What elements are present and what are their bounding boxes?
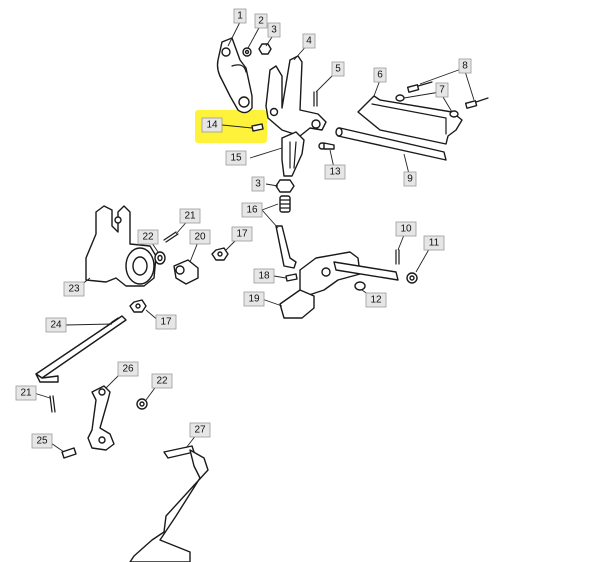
part-7-washers (395, 94, 459, 118)
callout-22b: 22 (151, 373, 173, 389)
svg-text:3: 3 (255, 179, 261, 190)
part-4-pivot-bracket (265, 55, 327, 137)
svg-text:7: 7 (439, 85, 445, 96)
svg-text:1: 1 (237, 11, 243, 22)
callout-3b: 3 (251, 176, 265, 192)
callout-14: 14 (201, 117, 223, 133)
callout-10: 10 (395, 221, 417, 237)
part-11-washer (406, 272, 418, 284)
part-9-rod (335, 127, 447, 161)
part-22a-washer (154, 251, 166, 265)
svg-text:26: 26 (122, 364, 134, 375)
callout-17b: 17 (155, 314, 177, 330)
part-14-pin (251, 123, 264, 132)
callout-3a: 3 (267, 22, 281, 38)
part-24-long-rod (35, 315, 127, 383)
svg-text:9: 9 (407, 174, 413, 185)
callout-26: 26 (117, 361, 139, 377)
part-1-bellcrank-arm (216, 37, 253, 114)
part-13-pin (318, 142, 335, 150)
callout-18: 18 (253, 268, 275, 284)
part-5-roll-pin (313, 91, 318, 107)
callout-11: 11 (423, 235, 445, 251)
callout-16: 16 (241, 202, 263, 218)
callout-2: 2 (254, 13, 268, 29)
svg-text:8: 8 (462, 61, 468, 72)
callout-6: 6 (373, 67, 387, 83)
part-15-link-arm (281, 131, 305, 177)
callout-21a: 21 (179, 208, 201, 224)
callout-22a: 22 (137, 229, 159, 245)
svg-text:22: 22 (142, 232, 154, 243)
svg-text:19: 19 (248, 294, 260, 305)
callout-8: 8 (458, 58, 472, 74)
svg-text:16: 16 (246, 205, 258, 216)
svg-text:6: 6 (377, 70, 383, 81)
svg-text:23: 23 (68, 284, 80, 295)
part-22b-washer (136, 398, 148, 410)
svg-text:21: 21 (20, 388, 32, 399)
svg-text:20: 20 (194, 232, 206, 243)
svg-text:27: 27 (194, 425, 206, 436)
part-3-nut (258, 43, 272, 55)
callout-21b: 21 (15, 385, 37, 401)
callout-19: 19 (243, 291, 265, 307)
part-10-roll-pin (395, 249, 400, 265)
part-27-pedal-arm (129, 445, 209, 562)
svg-text:17: 17 (236, 229, 248, 240)
part-18-pin (285, 273, 298, 282)
part-21a-cotter-pin (163, 231, 179, 243)
part-20-clevis-pin (173, 259, 199, 285)
part-6-bracket-plate (357, 95, 463, 145)
part-19-pedal-assembly (279, 251, 399, 319)
callout-20: 20 (189, 229, 211, 245)
svg-text:3: 3 (271, 25, 277, 36)
svg-text:2: 2 (258, 16, 264, 27)
callout-9: 9 (403, 171, 417, 187)
part-8-bolts (406, 81, 489, 109)
part-25-pin (61, 447, 77, 459)
callout-24: 24 (45, 317, 67, 333)
svg-text:14: 14 (206, 120, 218, 131)
svg-text:4: 4 (306, 36, 312, 47)
svg-text:25: 25 (36, 436, 48, 447)
part-16-spring-rod (275, 195, 297, 269)
callout-13: 13 (324, 164, 346, 180)
callout-4: 4 (302, 33, 316, 49)
svg-text:18: 18 (258, 271, 270, 282)
part-21b-cotter-pin (49, 395, 56, 413)
callout-17a: 17 (231, 226, 253, 242)
part-12-washer (354, 281, 366, 291)
svg-text:17: 17 (160, 317, 172, 328)
callout-23: 23 (63, 281, 85, 297)
callout-27: 27 (189, 422, 211, 438)
callout-5: 5 (331, 61, 345, 77)
callout-15: 15 (225, 150, 247, 166)
svg-text:15: 15 (230, 153, 242, 164)
part-2-washer (242, 47, 252, 57)
svg-text:24: 24 (50, 320, 62, 331)
svg-text:12: 12 (370, 295, 382, 306)
part-26-lever (87, 385, 115, 451)
svg-text:10: 10 (400, 224, 412, 235)
svg-text:22: 22 (156, 376, 168, 387)
callout-12: 12 (365, 292, 387, 308)
callout-25: 25 (31, 433, 53, 449)
part-3b-nut (275, 179, 295, 193)
svg-text:11: 11 (429, 238, 440, 249)
part-23-pivot-casting (85, 205, 157, 287)
part-17b-nut (129, 299, 147, 313)
callout-7: 7 (435, 82, 449, 98)
svg-text:13: 13 (329, 167, 341, 178)
part-17a-nut (211, 247, 229, 261)
svg-text:21: 21 (184, 211, 196, 222)
svg-text:5: 5 (335, 64, 341, 75)
callout-1: 1 (233, 8, 247, 24)
